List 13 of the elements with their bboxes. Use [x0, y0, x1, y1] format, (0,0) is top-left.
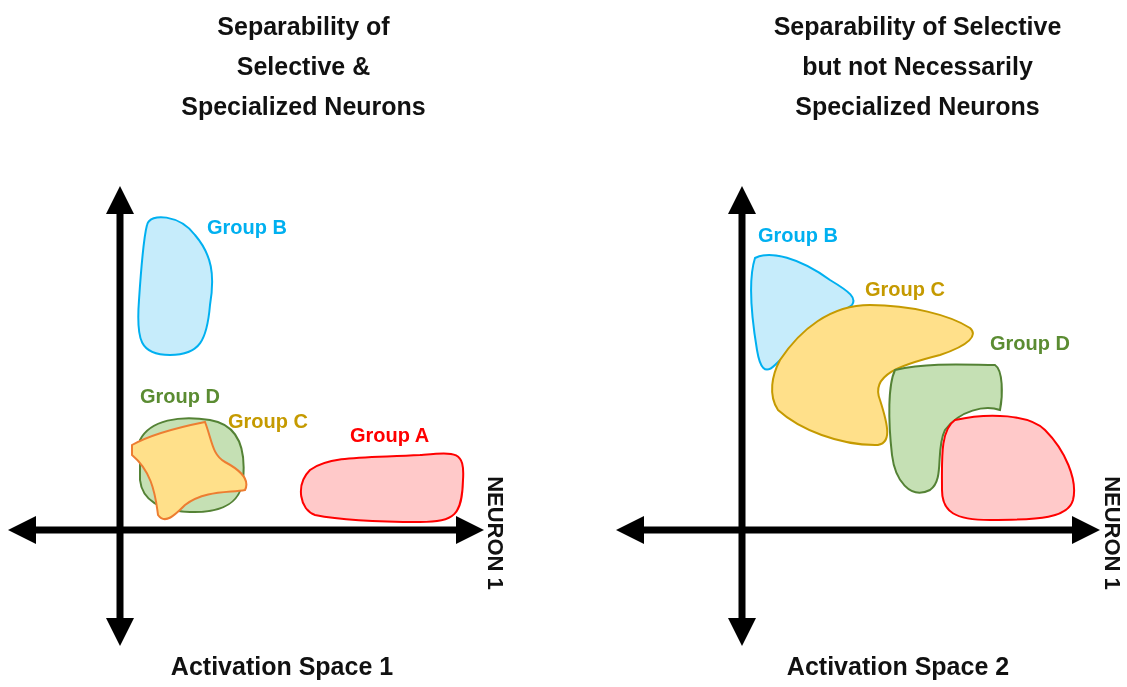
panel-title: Separability of Selective & Specialized Neurons	[180, 11, 427, 122]
group-label: Group C	[865, 278, 945, 301]
group-label: Group B	[207, 216, 287, 239]
axis-label: NEURON 1	[482, 476, 508, 590]
group-label: Group D	[990, 332, 1070, 355]
group-label: Group A	[350, 424, 430, 447]
panel-title: Separability of Selective but not Necessarily Specialized Neurons	[772, 11, 1063, 122]
panel-caption: Activation Space 2	[785, 651, 1011, 682]
group-label: Group D	[140, 385, 220, 408]
axis-label: NEURON 1	[1099, 476, 1125, 590]
group-label: Group B	[758, 224, 838, 247]
panel-caption: Activation Space 1	[169, 651, 395, 682]
group-label: Group C	[228, 410, 308, 433]
